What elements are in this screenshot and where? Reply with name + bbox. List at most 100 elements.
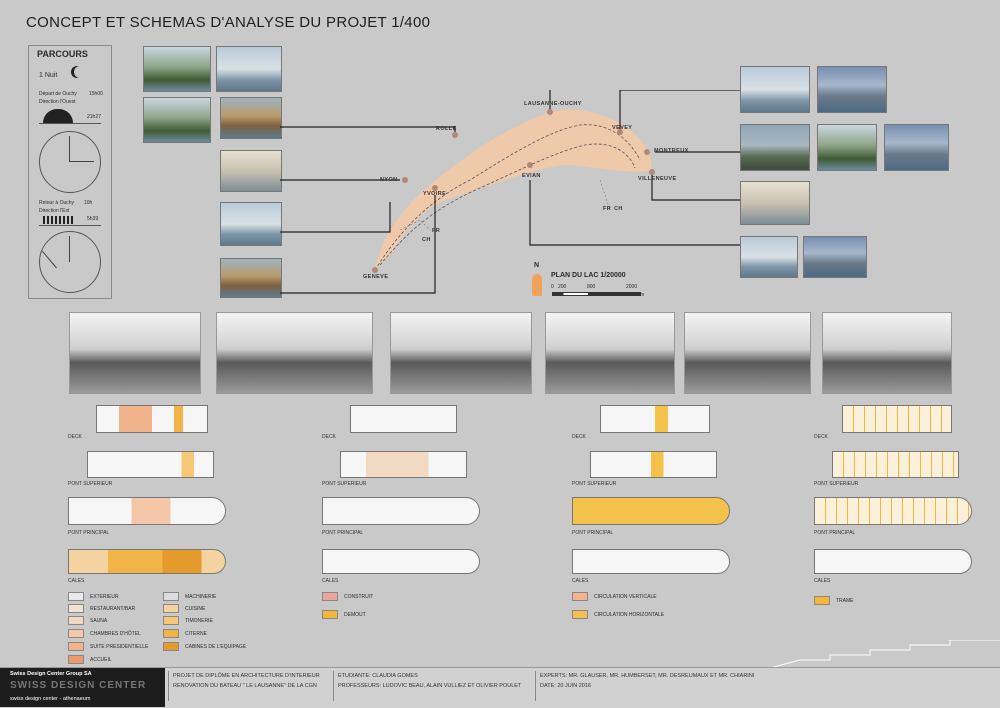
plan-3-deck-label: DECK — [572, 434, 586, 440]
plan-2-pont-principal — [322, 497, 480, 525]
legend2-machinerie: MACHINERIE — [163, 592, 216, 601]
plan-4-pont-sup-label: PONT SUPERIEUR — [814, 481, 859, 487]
plan-2-cales — [322, 549, 480, 574]
border-fr-1: FR — [603, 206, 612, 212]
stair-outline — [770, 640, 1000, 669]
moon-icon — [74, 66, 86, 78]
city-nyon: NYON — [380, 177, 398, 183]
footer-projet: PROJET DE DIPLÔME EN ARCHITECTURE D'INTE… — [168, 671, 320, 701]
city-villeneuve: VILLENEUVE — [638, 176, 677, 182]
pin-montreux — [644, 149, 650, 155]
plan-4-deck — [842, 405, 952, 433]
plan-2-deck-label: DECK — [322, 434, 336, 440]
plan-3-cales-label: CALES — [572, 578, 589, 584]
photo-vineyards — [143, 46, 211, 92]
line-villeneuve — [651, 175, 740, 201]
photo-lake-ouchy — [216, 46, 282, 92]
photo-rolle-castle — [220, 97, 282, 139]
company-name: Swiss Design Center Group SA — [10, 671, 92, 677]
legend4-circ-verticale: CIRCULATION VERTICALE — [572, 592, 657, 601]
ship-photo-5 — [684, 312, 811, 394]
company-logo: SWISS DESIGN CENTER — [10, 680, 147, 691]
lake-map — [280, 90, 740, 294]
retour-line2: Direction l'Est — [39, 208, 70, 214]
scale-0: 0 — [551, 284, 554, 290]
scale-bar — [552, 292, 641, 296]
footer-people: ETUDIANTE: CLAUDIA GOMES PROFESSEURS: LU… — [333, 671, 521, 701]
retour-line1: Retour à Ouchy — [39, 200, 75, 206]
plan-1-pont-principal-label: PONT PRINCIPAL — [68, 530, 110, 536]
pin-geneve — [372, 267, 378, 273]
legend2-timonerie: TIMONERIE — [163, 616, 213, 625]
legend2-cuisine: CUISINE — [163, 604, 205, 613]
ship-photo-2 — [216, 312, 373, 394]
legend3-demout: DEMOUT — [322, 610, 366, 619]
border-fr-2: FR — [432, 228, 441, 234]
scale-unit: m — [640, 292, 645, 298]
legend1-sauna: SAUNA — [68, 616, 107, 625]
plan-1-cales — [68, 549, 226, 574]
photo-vevey-fork — [740, 66, 810, 113]
plan-3-cales — [572, 549, 730, 574]
ship-photo-6 — [822, 312, 952, 394]
legend1-suite: SUITE PRESIDENTIELLE — [68, 642, 148, 651]
parcours-title: PARCOURS — [37, 49, 88, 59]
legend3-construit: CONSTRUIT — [322, 592, 373, 601]
depart-line1: Départ de Ouchy — [39, 91, 77, 97]
plan-title: PLAN DU LAC 1/20000 — [551, 272, 626, 279]
parcours-panel: PARCOURS 1 Nuit Départ de Ouchy 15h00 Di… — [28, 45, 112, 299]
legend1-exterieur: EXTERIEUR — [68, 592, 119, 601]
sunrise-icon — [43, 216, 73, 224]
depart-line2: Direction l'Ouest — [39, 99, 76, 105]
ship-photo-3 — [390, 312, 532, 394]
legend1-accueil: ACCUEIL — [68, 655, 112, 664]
photo-montreux-statue — [740, 124, 810, 171]
pin-evian — [527, 162, 533, 168]
pin-villeneuve — [649, 169, 655, 175]
pin-rolle — [452, 132, 458, 138]
line-evian — [529, 180, 740, 246]
pin-yvoire — [432, 185, 438, 191]
pin-vevey — [617, 129, 623, 135]
legend1-restaurant: RESTAURANT/BAR — [68, 604, 135, 613]
photo-island — [143, 97, 211, 143]
plan-3-pont-principal-label: PONT PRINCIPAL — [572, 530, 614, 536]
city-lausanne: LAUSANNE-OUCHY — [524, 101, 582, 107]
plan-1-cales-label: CALES — [68, 578, 85, 584]
plan-4-pont-sup — [832, 451, 959, 478]
horizon-line — [39, 123, 101, 124]
plan-1-pont-sup-label: PONT SUPERIEUR — [68, 481, 113, 487]
plan-3-pont-principal — [572, 497, 730, 525]
plan-1-pont-sup — [87, 451, 214, 478]
duration-label: 1 Nuit — [39, 72, 58, 79]
pin-nyon — [402, 177, 408, 183]
plan-1-deck — [96, 405, 208, 433]
border-ch-1: CH — [614, 206, 623, 212]
photo-evian-lake — [740, 236, 798, 278]
footer — [0, 667, 1000, 708]
plan-2-cales-label: CALES — [322, 578, 339, 584]
plan-1-pont-principal — [68, 497, 226, 525]
plan-2-pont-sup — [340, 451, 467, 478]
north-fish-icon — [532, 274, 542, 296]
sunset-time: 21h27 — [87, 114, 101, 120]
horizon-line-2 — [39, 225, 101, 226]
photo-evian-boat — [803, 236, 867, 278]
footer-experts: EXPERTS: MR. GLAUSER, MR. HUMBERSET, MR.… — [535, 671, 754, 701]
border-ch-2: CH — [422, 237, 431, 243]
plan-2-deck — [350, 405, 457, 433]
line-rolle — [280, 126, 456, 135]
photo-montreux-town — [817, 124, 877, 171]
legend2-citerne: CITERNE — [163, 629, 207, 638]
depart-clock — [39, 131, 101, 193]
line-yvoire — [280, 195, 436, 294]
pin-lausanne — [547, 109, 553, 115]
page-title: CONCEPT ET SCHEMAS D'ANALYSE DU PROJET 1… — [26, 14, 431, 31]
city-vevey: VEVEY — [612, 125, 633, 131]
scale-200: 200 — [558, 284, 567, 290]
city-geneve: GENEVE — [363, 274, 389, 280]
legend5-trame: TRAME — [814, 596, 854, 605]
city-evian: EVIAN — [522, 173, 541, 179]
retour-clock — [39, 231, 101, 293]
photo-vevey-hotel — [817, 66, 887, 113]
